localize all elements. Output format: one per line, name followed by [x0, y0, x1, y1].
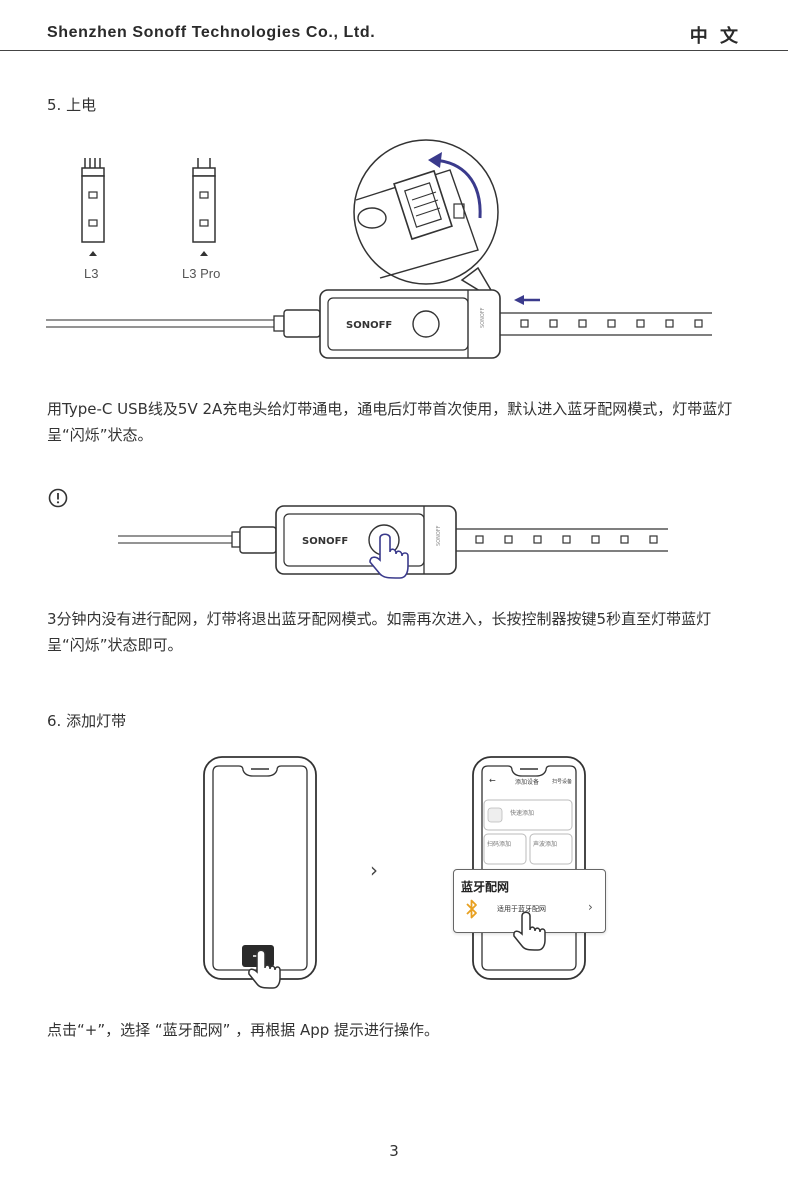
- phone-nav-right[interactable]: 扫号设备: [552, 779, 573, 785]
- header-divider: [0, 50, 788, 51]
- l3-pro-connector-diagram: [192, 158, 216, 256]
- section-6-paragraph: 点击“+”，选择 “蓝牙配网” ，再根据 App 提示进行操作。: [47, 1021, 440, 1039]
- controller-long-press-diagram: SONOFF SONOFF: [118, 505, 668, 579]
- controller-power-diagram: SONOFF SONOFF: [46, 289, 712, 359]
- l3-pro-label: L3 Pro: [182, 266, 221, 281]
- l3-connector-diagram: [81, 158, 105, 256]
- company-name: Shenzhen Sonoff Technologies Co., Ltd.: [47, 24, 376, 41]
- section-5-note-paragraph: 3分钟内没有进行配网，灯带将退出蓝牙配网模式。如需再次进入，长按控制器按键5秒直…: [47, 610, 712, 654]
- language-label: 中 文: [689, 26, 741, 47]
- l3-label: L3: [84, 266, 99, 281]
- back-arrow-icon[interactable]: ←: [489, 776, 496, 785]
- bluetooth-icon: [466, 899, 477, 919]
- tap-hand-icon: [248, 949, 281, 989]
- section-5-paragraph: 用Type-C USB线及5V 2A充电头给灯带通电，通电后灯带首次使用，默认进…: [47, 400, 733, 444]
- chevron-right-icon: ›: [588, 900, 593, 914]
- phone-home-screen: [203, 756, 317, 980]
- bluetooth-pairing-title: 蓝牙配网: [461, 880, 510, 894]
- tap-hand-icon-2: [513, 911, 546, 951]
- brand-logo-1: SONOFF: [346, 320, 392, 331]
- next-step-arrow: ›: [370, 858, 378, 882]
- section-5-title: 5. 上电: [47, 96, 97, 114]
- phone-nav-title: 添加设备: [515, 779, 540, 786]
- scan-add-card-title[interactable]: 扫码添加: [487, 841, 512, 848]
- section-6-title: 6. 添加灯带: [47, 712, 127, 730]
- quick-add-card-title[interactable]: 快速添加: [510, 810, 535, 817]
- brand-logo-2: SONOFF: [302, 536, 348, 547]
- sound-add-card-title[interactable]: 声波添加: [533, 841, 558, 848]
- connector-zoom-callout: [353, 139, 499, 303]
- bluetooth-pairing-subtitle: 适用于蓝牙配网: [497, 905, 546, 913]
- svg-text:SONOFF: SONOFF: [436, 525, 442, 546]
- page-number: 3: [389, 1142, 399, 1160]
- svg-text:SONOFF: SONOFF: [480, 307, 486, 328]
- warning-icon: [48, 488, 68, 508]
